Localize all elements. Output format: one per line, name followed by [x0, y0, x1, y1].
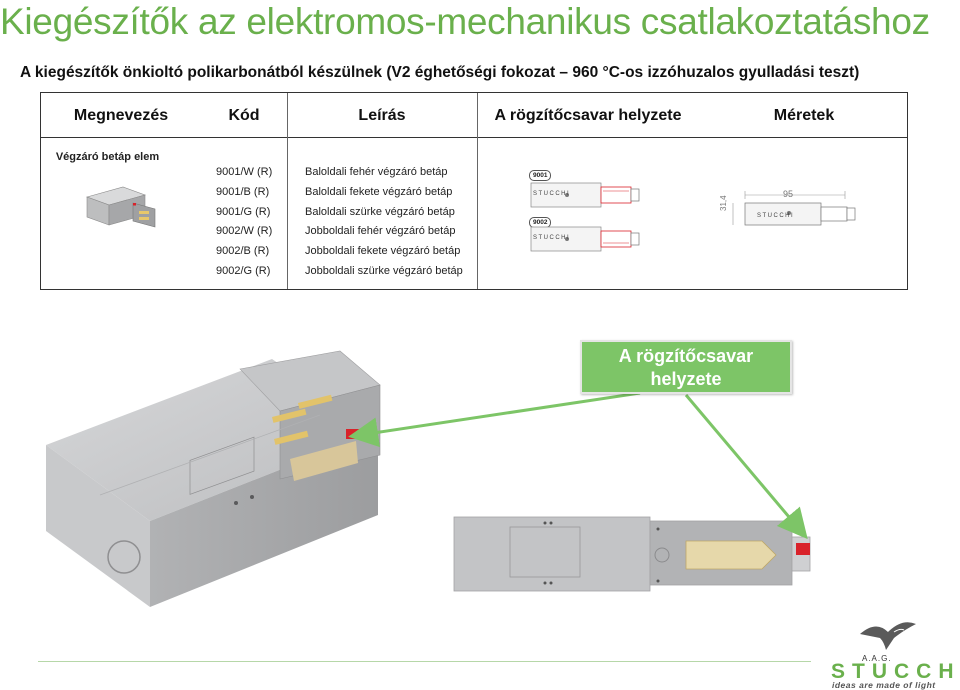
page-subtitle: A kiegészítők önkioltó polikarbonátból k…	[20, 64, 860, 81]
list-item: 9001/G (R)	[216, 205, 271, 218]
header-screw-position: A rögzítőcsavar helyzete	[494, 107, 682, 124]
dimension-length: 95	[783, 189, 794, 199]
description-list: Baloldali fehér végzáró betáp Baloldali …	[305, 163, 495, 282]
product-name: Végzáró betáp elem	[55, 151, 160, 163]
drawing-brand-label: STUCCHI	[533, 191, 571, 197]
screw-position-callout: A rögzítőcsavar helyzete	[580, 340, 792, 394]
product-thumbnail	[86, 186, 156, 228]
brand-name: STUCCHI	[831, 660, 960, 683]
page-title: Kiegészítők az elektromos-mechanikus csa…	[0, 1, 930, 42]
footer-divider	[38, 661, 811, 662]
header-dimensions: Méretek	[773, 107, 835, 124]
position-badge-9001: 9001	[529, 170, 552, 181]
code-list: 9001/W (R) 9001/B (R) 9001/G (R) 9002/W …	[216, 163, 296, 282]
list-item: 9002/B (R)	[216, 245, 270, 258]
header-name: Megnevezés	[73, 107, 169, 124]
column-divider	[477, 93, 478, 289]
brand-aag: A.A.G.	[862, 654, 892, 663]
column-divider	[287, 93, 288, 289]
drawing-brand-label: STUCCHI	[533, 235, 571, 241]
list-item: Jobboldali fekete végzáró betáp	[305, 245, 461, 258]
header-description: Leírás	[358, 107, 406, 124]
list-item: 9001/B (R)	[216, 185, 270, 198]
table-header-row: Megnevezés Kód Leírás A rögzítőcsavar he…	[41, 93, 907, 138]
header-code: Kód	[228, 107, 260, 124]
list-item: Baloldali szürke végzáró betáp	[305, 205, 455, 218]
list-item: 9002/G (R)	[216, 264, 271, 277]
list-item: 9002/W (R)	[216, 225, 273, 238]
connector-photo-topview	[453, 516, 811, 592]
dimension-drawing	[732, 191, 856, 226]
list-item: Jobboldali fehér végzáró betáp	[305, 225, 456, 238]
list-item: Baloldali fekete végzáró betáp	[305, 185, 453, 198]
drawing-brand-label: STUCCHI	[757, 213, 795, 219]
brand-tagline: ideas are made of light	[832, 680, 936, 690]
list-item: 9001/W (R)	[216, 166, 273, 178]
list-item: Baloldali fehér végzáró betáp	[305, 166, 448, 178]
list-item: Jobboldali szürke végzáró betáp	[305, 264, 463, 277]
eagle-logo-icon	[860, 622, 916, 650]
screw-position-drawing	[530, 182, 640, 252]
spec-table: Megnevezés Kód Leírás A rögzítőcsavar he…	[40, 92, 908, 290]
connector-photo-isometric	[46, 350, 381, 607]
